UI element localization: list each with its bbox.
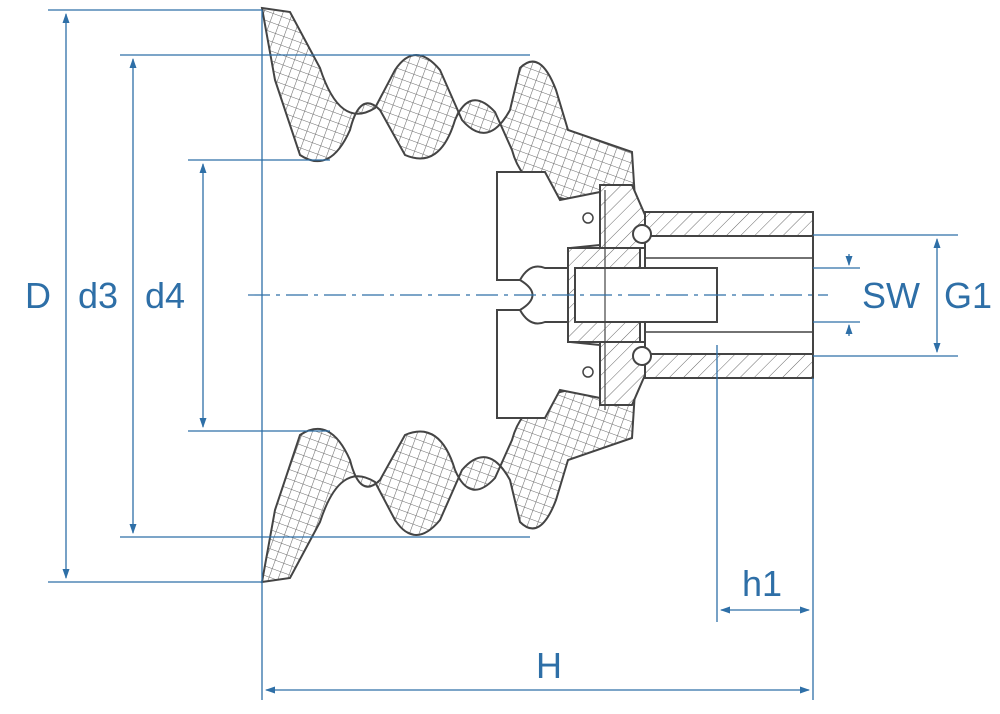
seal-dot-bottom [582, 366, 594, 378]
threaded-body-bottom [644, 353, 814, 379]
o-ring-bottom [632, 346, 652, 366]
bellows-bottom-wall [260, 373, 638, 584]
insert-section [496, 171, 601, 419]
o-ring-top [632, 224, 652, 244]
bellows-top-wall [260, 6, 638, 217]
label-h1: h1 [742, 563, 782, 604]
dimension-lines [48, 9, 958, 700]
label-d4: d4 [145, 275, 185, 316]
seal-dot-top [582, 212, 594, 224]
label-d3: d3 [78, 275, 118, 316]
label-H: H [536, 645, 562, 686]
fitting-section [567, 184, 814, 410]
label-SW: SW [862, 275, 920, 316]
label-D: D [25, 275, 51, 316]
threaded-body-top [644, 211, 814, 237]
label-G1: G1 [944, 275, 992, 316]
